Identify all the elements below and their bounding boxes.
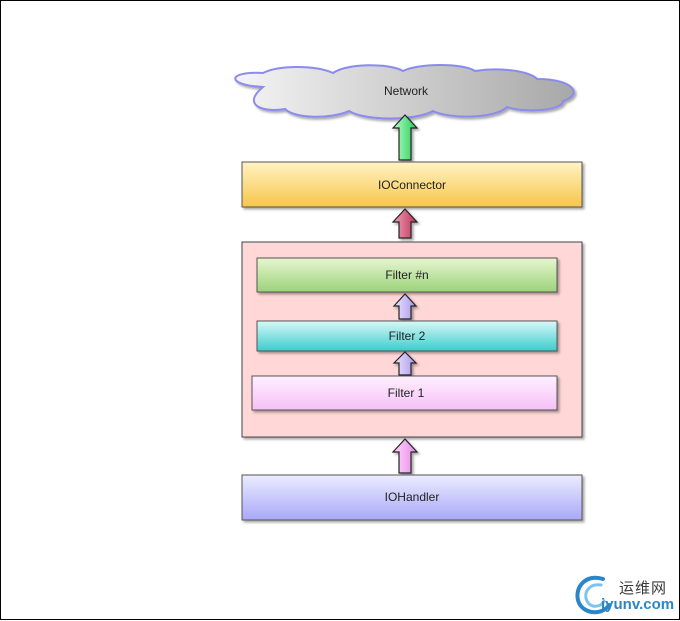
iohandler-label: IOHandler [385,490,440,504]
arrow-filter-1-to-filter-2 [392,351,418,376]
filter-n-label: Filter #n [385,268,428,282]
filter-2-label: Filter 2 [389,329,426,343]
filter-n-rect [256,257,558,293]
arrow-filter-chain-to-ioconnector [391,208,419,239]
watermark-url: iyunv.com [601,596,675,613]
ioconnector-box: IOConnector [241,161,583,208]
ioconnector-label: IOConnector [378,178,446,192]
filter-1-rect [251,375,558,411]
filter-1-box: Filter 1 [251,375,558,411]
network-label: Network [384,84,429,98]
watermark-cn-text: 运维网 [619,579,668,597]
network-cloud-shape [234,64,575,120]
arrow-filter-2-to-filter-n [392,293,418,320]
iohandler-rect [241,474,583,521]
watermark: 运维网 iyunv.com [573,569,677,617]
ioconnector-rect [241,161,583,208]
filter-1-label: Filter 1 [388,386,425,400]
swirl-logo-icon [575,575,611,615]
network-cloud: Network [234,64,575,120]
filter-2-rect [256,320,558,352]
iohandler-box: IOHandler [241,474,583,521]
arrow-ioconnector-to-network [391,114,419,161]
arrow-iohandler-to-filter-1 [391,438,419,474]
filter-n-box: Filter #n [256,257,558,293]
filter-2-box: Filter 2 [256,320,558,352]
